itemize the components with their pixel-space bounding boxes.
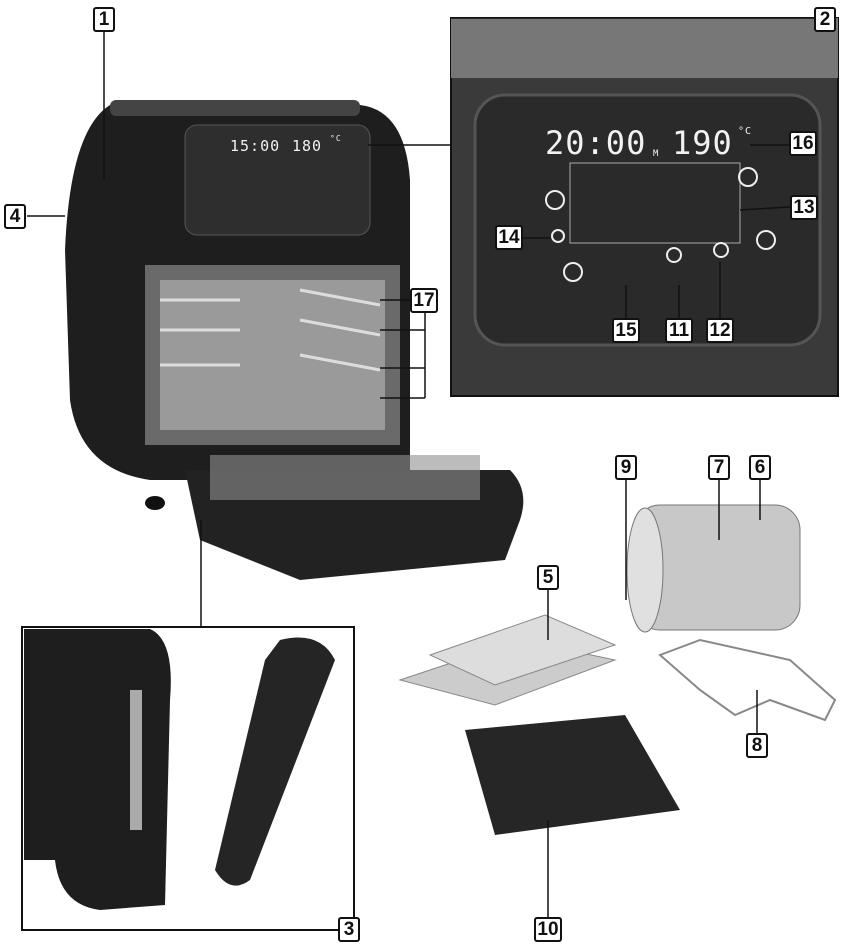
callout-7: 7	[708, 455, 730, 480]
control-panel	[184, 124, 371, 236]
callout-10: 10	[534, 917, 562, 942]
callout-1: 1	[93, 7, 115, 32]
fryer-top-lid	[110, 100, 360, 116]
callout-11: 11	[665, 318, 693, 343]
rack-rails	[160, 288, 381, 372]
callout-8: 8	[746, 733, 768, 758]
large-display-temp: 190	[672, 124, 733, 162]
large-display-minute: M	[653, 149, 660, 159]
callout-16: 16	[789, 131, 817, 156]
callout-6: 6	[749, 455, 771, 480]
callout-2: 2	[814, 7, 836, 32]
callout-14: 14	[495, 225, 523, 250]
rotisserie-handle	[658, 638, 837, 722]
callout-5: 5	[537, 565, 559, 590]
large-display-unit: °C	[738, 126, 753, 137]
callout-13: 13	[790, 195, 818, 220]
small-display-unit: °C	[330, 134, 342, 143]
callout-15: 15	[612, 318, 640, 343]
callout-9: 9	[615, 455, 637, 480]
callout-4: 4	[4, 204, 26, 229]
small-display-time: 15:00	[230, 137, 281, 155]
callout-17: 17	[410, 288, 438, 313]
small-display-temp: 180	[292, 137, 323, 155]
large-display-time: 20:00	[545, 124, 647, 162]
panel-touch-icons	[545, 167, 776, 282]
callout-3: 3	[338, 917, 360, 942]
callout-12: 12	[706, 318, 734, 343]
baking-tray	[465, 715, 680, 835]
